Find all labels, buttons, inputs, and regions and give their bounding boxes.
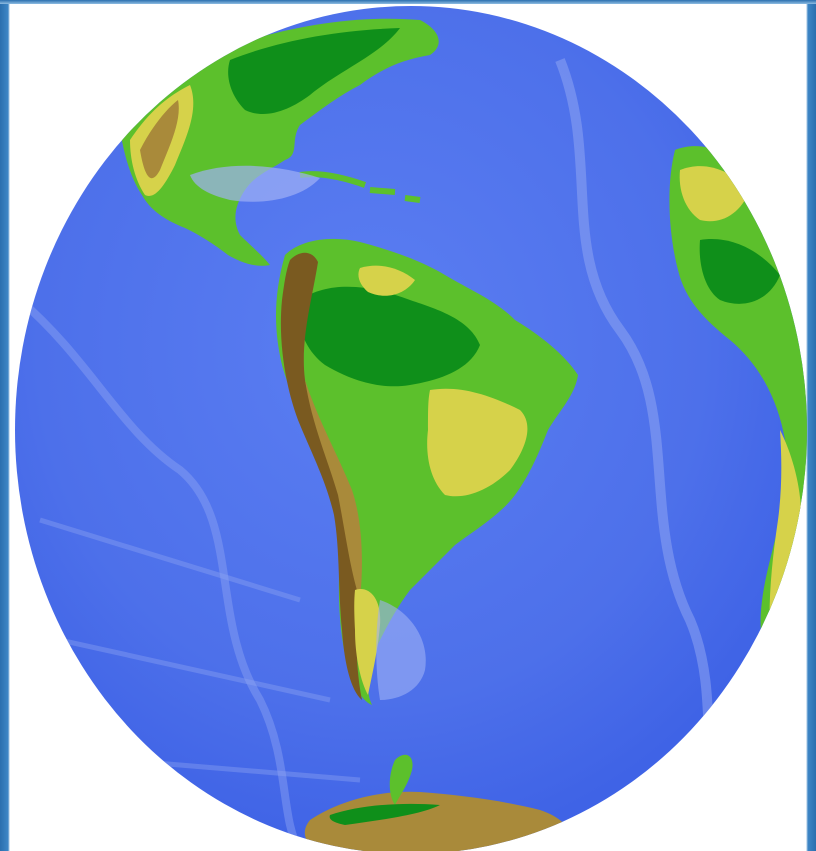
andes-foothills: [305, 380, 362, 600]
andes-mountains: [280, 252, 362, 701]
congo-basin: [699, 239, 780, 304]
east-pacific-rise: [17, 296, 304, 851]
antarctica-coast-green: [329, 803, 440, 825]
eastern-forest: [228, 28, 400, 115]
patagonia-steppe: [354, 589, 381, 695]
caribbean-shelf: [190, 165, 320, 202]
image-frame-top: [0, 0, 816, 4]
amazon-basin: [298, 286, 480, 387]
southern-africa-plateau: [769, 430, 802, 640]
rocky-mountains: [140, 100, 179, 179]
antarctic-peninsula: [389, 754, 413, 805]
argentine-shelf: [376, 600, 426, 700]
continent-north-america: [120, 18, 439, 266]
guiana-highlands: [358, 265, 415, 296]
brazilian-highlands: [427, 388, 528, 497]
